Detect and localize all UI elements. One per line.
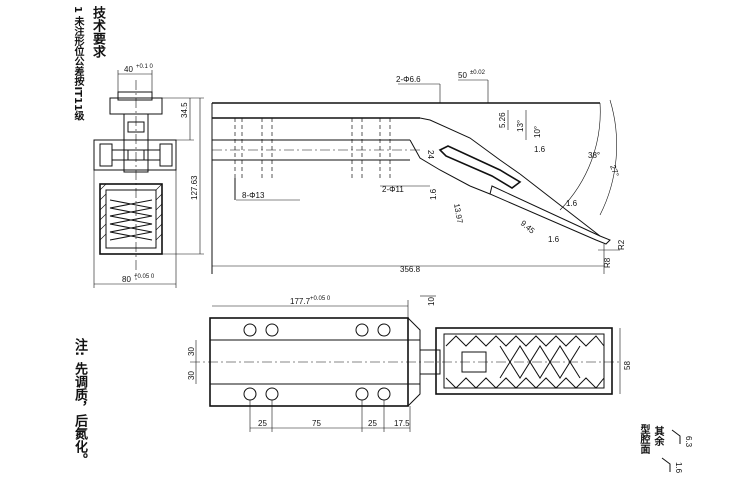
dim-side-top-tol: +0.1 0 [136, 64, 154, 70]
dim-9-45: 9.45 [519, 219, 537, 236]
dim-overall-length: 356.8 [400, 265, 421, 274]
dim-plan-58: 58 [623, 361, 632, 370]
dim-slot-50-tol: ±0.02 [470, 70, 486, 76]
dim-13-97: 13.97 [452, 203, 464, 225]
dim-side-bottom-tol: +0.05 0 [134, 274, 155, 280]
dim-total-height: 127.63 [190, 175, 199, 200]
note-text: 先调质，后氮化。 [72, 362, 87, 466]
dim-holes-2-11: 2-Φ11 [382, 185, 404, 194]
dimension-labels: 40 +0.1 0 80 +0.05 0 34.5 127.63 2-Φ6.6 … [122, 64, 632, 428]
finish-1-6-a: 1.6 [534, 145, 546, 154]
surface-finish-block: 6.3 1.6 [661, 429, 693, 474]
dim-side-top-width: 40 [124, 65, 133, 74]
front-view [211, 79, 620, 274]
plan-view [190, 295, 621, 432]
finish-rest-value: 6.3 [684, 436, 693, 448]
finish-rest-label: 其余 [652, 426, 663, 446]
dim-10-angle: 10° [533, 126, 542, 138]
dim-plan-25-b: 25 [368, 419, 377, 428]
side-view [93, 70, 204, 288]
dim-plan-17-5: 17.5 [394, 419, 410, 428]
finish-profile-value: 1.6 [674, 462, 683, 474]
dim-13-angle: 13° [516, 120, 525, 132]
dim-plan-177-7: 177.7 [290, 297, 311, 306]
dim-plan-75: 75 [312, 419, 321, 428]
dim-plan-30-bottom: 30 [187, 371, 196, 380]
dim-plan-10: 10 [427, 297, 436, 306]
dim-plan-25-a: 25 [258, 419, 267, 428]
dim-38-angle: 38° [588, 151, 600, 160]
note-label: 注: [72, 338, 87, 357]
dim-plan-177-7-tol: +0.05 0 [310, 296, 331, 302]
dim-5-26: 5.26 [498, 112, 507, 128]
dim-side-bottom-width: 80 [122, 275, 131, 284]
dim-slot-50: 50 [458, 71, 467, 80]
tech-requirements-item: 1 未注形位公差按IT11级 [72, 6, 83, 121]
radius-r2: R2 [617, 239, 626, 250]
tech-requirements-title: 技术要求 [90, 6, 105, 58]
radius-r8: R8 [603, 257, 612, 268]
finish-1-6-b: 1.6 [429, 188, 438, 200]
dim-side-height: 34.5 [180, 102, 189, 118]
dim-plan-30-top: 30 [187, 347, 196, 356]
finish-1-6-d: 1.6 [548, 235, 560, 244]
finish-profile-label: 型腔面 [638, 424, 649, 454]
dim-24: 24 [426, 150, 435, 159]
dim-27-angle: 27° [608, 164, 621, 178]
dim-holes-8-13: 8-Φ13 [242, 191, 265, 200]
dim-holes-2x: 2-Φ6.6 [396, 75, 421, 84]
finish-1-6-c: 1.6 [566, 199, 578, 208]
